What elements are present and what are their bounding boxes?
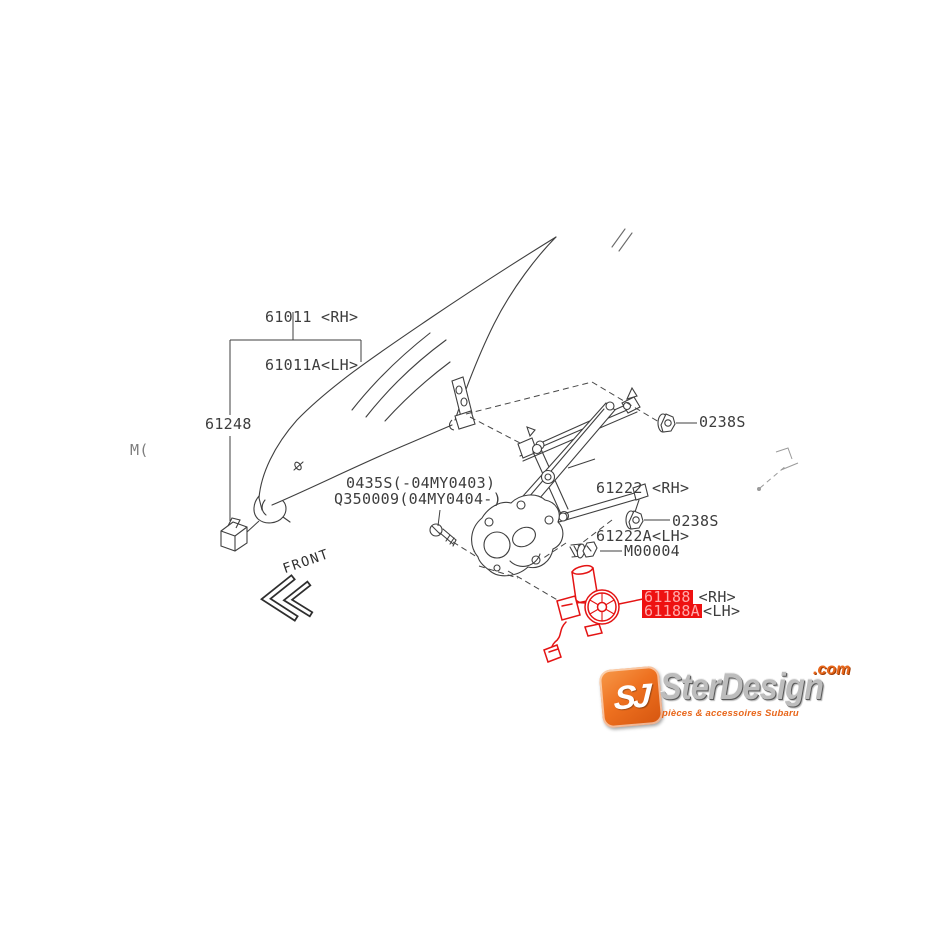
part-label-61011-lh: 61011A<LH> xyxy=(265,356,359,374)
highlighted-part-number[interactable]: 61188A xyxy=(642,602,702,620)
part-label-m00004: M00004 xyxy=(624,542,680,560)
nut-upper-icon xyxy=(657,413,676,433)
brand-monogram-icon: SJ xyxy=(598,665,664,729)
brand-tagline: pièces & accessoires Subaru xyxy=(662,708,799,719)
window-regulator-drawing xyxy=(471,386,649,577)
part-label-61248: 61248 xyxy=(205,415,252,433)
front-direction-arrow-icon xyxy=(260,574,314,622)
highlighted-part-number[interactable]: 61188 xyxy=(642,588,693,606)
part-label-0238s-upper: 0238S xyxy=(699,413,746,431)
part-side-rh: <RH> xyxy=(698,588,736,606)
brand-monogram-letters: SJ xyxy=(612,676,650,717)
part-label-0435s: 0435S(-04MY0403) xyxy=(346,474,496,492)
part-side-lh: <LH> xyxy=(703,602,741,620)
bolt-icon xyxy=(569,541,598,559)
part-label-61011: 61011 <RH> 61011A<LH> xyxy=(265,277,358,405)
part-label-61222-lh: 61222A<LH> xyxy=(596,527,690,545)
part-label-q350009: Q350009(04MY0404-) xyxy=(334,490,502,508)
part-label-61188-lh[interactable]: 61188A <LH> xyxy=(642,602,741,620)
part-label-61011-rh: 61011 <RH> xyxy=(265,308,359,326)
cropped-part-label: M( xyxy=(130,441,149,459)
cropped-diagram-fragment xyxy=(757,447,799,491)
nut-lower-icon xyxy=(625,510,644,530)
glass-sash-bracket-drawing xyxy=(449,376,476,431)
watermark-logo: SJ SterDesign .com pièces & accessoires … xyxy=(598,660,873,740)
brand-domain-suffix: .com xyxy=(813,661,851,678)
projection-dashed-lines xyxy=(452,381,660,606)
window-motor-drawing-highlighted xyxy=(543,565,644,663)
part-label-0238s-lower: 0238S xyxy=(672,512,719,530)
part-label-61222-rh: 61222 <RH> xyxy=(596,479,690,497)
glass-holder-drawing xyxy=(220,517,248,552)
part-label-61222: 61222 <RH> 61222A<LH> xyxy=(596,448,689,576)
label-leader-lines xyxy=(229,312,697,552)
brand-wordmark: SterDesign xyxy=(660,666,824,707)
part-label-61188-rh[interactable]: 61188 <RH> xyxy=(642,588,736,606)
screw-icon xyxy=(429,523,457,547)
